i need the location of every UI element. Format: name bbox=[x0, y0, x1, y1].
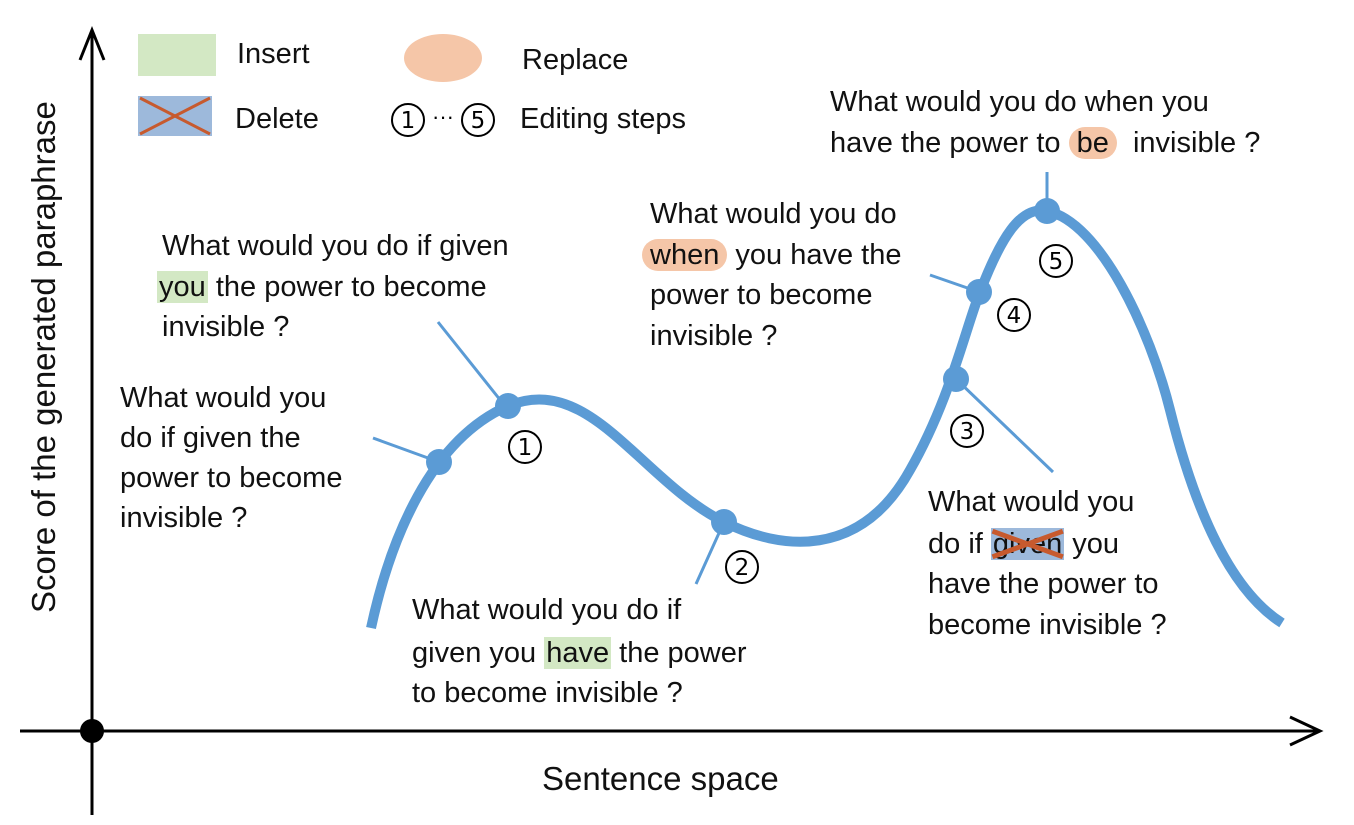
curve-point-4 bbox=[966, 279, 992, 305]
sentence-line: do if given you bbox=[928, 524, 1119, 565]
sentence-text: invisible ? bbox=[1116, 127, 1261, 159]
sentence-line: power to become bbox=[650, 279, 873, 311]
y-axis-label: Score of the generated paraphrase bbox=[25, 101, 62, 613]
legend-insert-swatch bbox=[138, 34, 216, 76]
legend-insert-label: Insert bbox=[237, 38, 310, 70]
svg-text:2: 2 bbox=[735, 555, 750, 581]
legend-replace-swatch bbox=[404, 34, 482, 82]
sentence-line: have the power to be invisible ? bbox=[830, 123, 1260, 164]
insert-highlight: you bbox=[157, 271, 208, 303]
svg-text:4: 4 bbox=[1007, 303, 1022, 329]
sentence-line: when you have the bbox=[642, 235, 901, 276]
sentence-text: given you bbox=[412, 637, 545, 669]
replace-highlight: be bbox=[1068, 127, 1117, 159]
sentence-line: to become invisible ? bbox=[412, 677, 683, 709]
sentence-line: power to become bbox=[120, 462, 343, 494]
sentence-line: What would you bbox=[928, 486, 1135, 518]
legend-steps-label: Editing steps bbox=[520, 103, 687, 135]
sentence-text: you have the bbox=[727, 239, 902, 271]
step-marker-3: 3 bbox=[950, 414, 984, 448]
curve-point-5 bbox=[1034, 198, 1060, 224]
legend-steps-swatch: 1 ··· 5 bbox=[391, 103, 495, 137]
sentence-line: invisible ? bbox=[162, 311, 290, 343]
x-axis-arrowhead bbox=[1289, 715, 1324, 747]
legend-replace-label: Replace bbox=[522, 44, 629, 76]
curve-point-2 bbox=[711, 509, 737, 535]
sentence-line: do if given the bbox=[120, 422, 301, 454]
curve-point-3 bbox=[943, 366, 969, 392]
sentence-line: invisible ? bbox=[650, 320, 778, 352]
sentence-line: What would you do bbox=[650, 198, 897, 230]
sentence-line: given you have the power bbox=[412, 633, 747, 674]
sentence-line: you the power to become bbox=[157, 267, 487, 308]
sentence-text: do if bbox=[928, 528, 991, 560]
svg-text:5: 5 bbox=[1049, 249, 1064, 275]
sentence-line: What would you do if bbox=[412, 594, 682, 626]
svg-text:1: 1 bbox=[518, 435, 533, 461]
replace-highlight: when bbox=[642, 239, 728, 271]
sentence-text: the power to become bbox=[207, 271, 487, 303]
delete-cross-icon bbox=[991, 528, 1064, 560]
insert-highlight: have bbox=[544, 637, 612, 669]
sentence-text: the power bbox=[611, 637, 747, 669]
legend-delete-swatch bbox=[138, 96, 212, 136]
sentence-line: What would you bbox=[120, 382, 327, 414]
sentence-line: What would you do if given bbox=[162, 230, 509, 262]
sentence-line: What would you do when you bbox=[830, 86, 1209, 118]
svg-text:···: ··· bbox=[432, 104, 454, 129]
sentence-line: invisible ? bbox=[120, 502, 248, 534]
svg-text:3: 3 bbox=[960, 419, 975, 445]
svg-text:5: 5 bbox=[471, 108, 486, 134]
origin-dot bbox=[80, 719, 104, 743]
sentence-text: have the power to bbox=[830, 127, 1069, 159]
delete-highlight: given bbox=[990, 528, 1065, 560]
svg-text:1: 1 bbox=[401, 108, 416, 134]
sentence-text: you bbox=[1064, 528, 1120, 560]
legend-delete-label: Delete bbox=[235, 103, 319, 135]
curve-point-0 bbox=[426, 449, 452, 475]
curve-point-1 bbox=[495, 393, 521, 419]
step-marker-5: 5 bbox=[1039, 244, 1073, 278]
callout-line-s3 bbox=[954, 377, 1055, 474]
callout-line-s1 bbox=[436, 321, 507, 407]
step-marker-4: 4 bbox=[997, 298, 1031, 332]
y-axis-arrowhead bbox=[78, 25, 106, 61]
step-marker-1: 1 bbox=[508, 430, 542, 464]
step-marker-2: 2 bbox=[725, 550, 759, 584]
sentence-line: become invisible ? bbox=[928, 609, 1167, 641]
sentence-line: have the power to bbox=[928, 568, 1159, 600]
x-axis-label: Sentence space bbox=[542, 760, 779, 797]
